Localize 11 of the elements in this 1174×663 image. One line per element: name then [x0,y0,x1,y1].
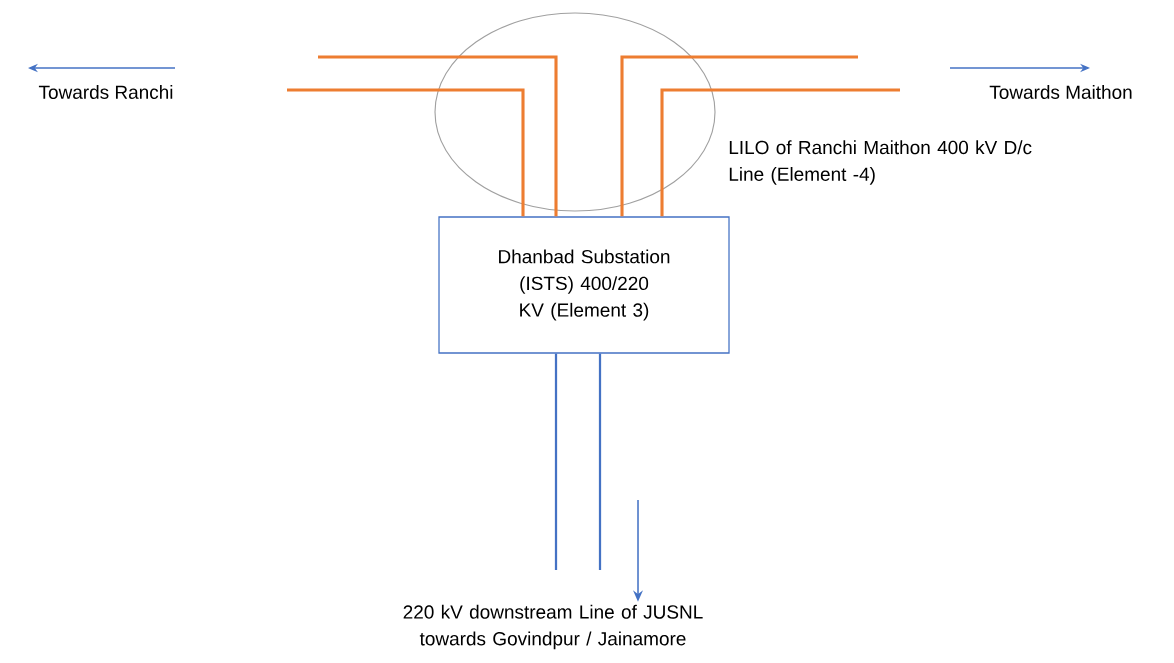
place-label: Towards Maithon [989,85,1132,99]
line [554,353,558,570]
line-label: 220 kV downstream Line of JUSNL towards Govindpur / Jainamore [403,604,703,650]
line [620,55,858,217]
line [660,88,900,217]
element-label: LILO of Ranchi Maithon 400 kV D/c Line (Element -4) [729,140,1032,185]
line [598,353,602,570]
substation-box: Dhanbad Substation (ISTS) 400/220 KV (Element 3) [438,216,730,354]
line [287,88,525,217]
place-label: Towards Ranchi [38,85,173,99]
line [318,55,558,217]
